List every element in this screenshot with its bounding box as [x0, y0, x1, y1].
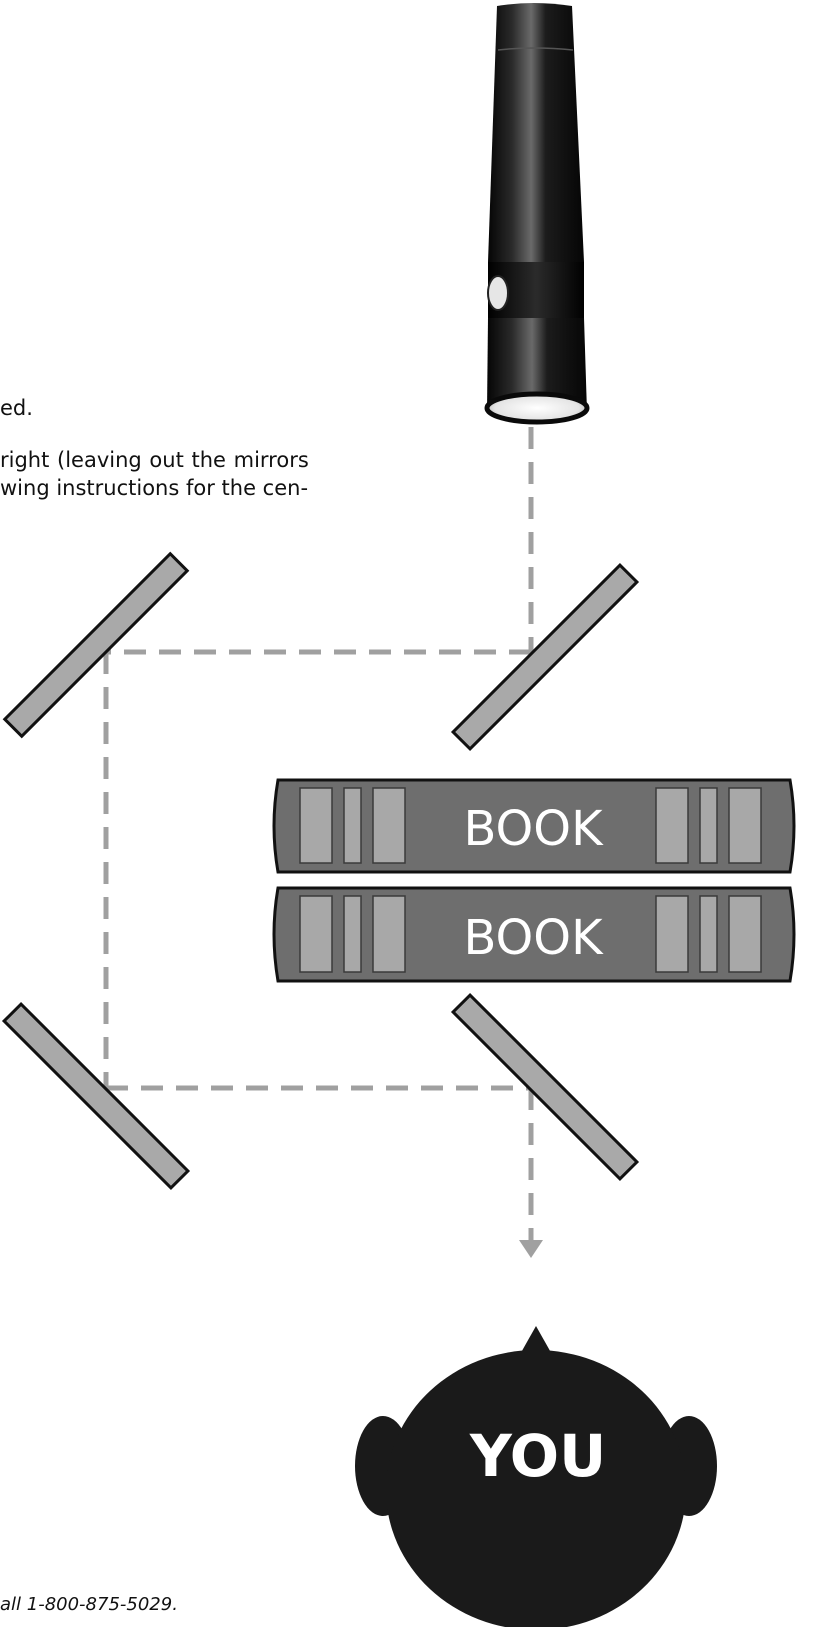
book-top: BOOK — [272, 778, 796, 874]
head-icon: YOU — [355, 1326, 717, 1627]
flashlight-icon — [484, 3, 590, 425]
body-text-line-1: ed. — [0, 396, 33, 420]
book-bottom-label: BOOK — [463, 910, 604, 966]
book-bottom: BOOK — [272, 886, 796, 983]
mirror-top-right — [450, 562, 640, 752]
mirror-bottom-right — [450, 992, 640, 1182]
flashlight-button — [487, 275, 509, 311]
mirror-bottom-left — [1, 1001, 191, 1191]
book-top-label: BOOK — [463, 801, 604, 857]
body-text-line-3: wing instructions for the cen- — [0, 476, 309, 500]
mirror-top-left — [2, 551, 190, 739]
light-beam-path — [103, 427, 534, 1242]
footer-note: all 1-800-875-5029. — [0, 1594, 178, 1615]
arrow-down-icon — [519, 1240, 543, 1258]
body-text-line-2: right (leaving out the mirrors — [0, 448, 309, 472]
observer-label: YOU — [469, 1422, 606, 1490]
flashlight-lens — [484, 391, 590, 425]
